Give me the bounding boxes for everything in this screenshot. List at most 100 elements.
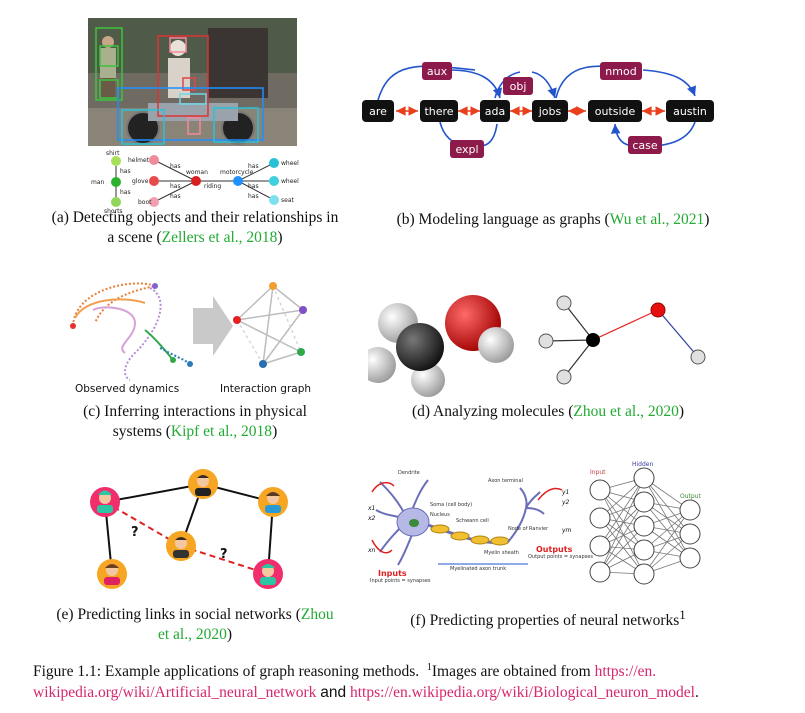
node-boot	[149, 197, 159, 207]
edge-label: has	[120, 168, 131, 175]
avatar	[166, 531, 196, 561]
nn-hidden-node	[633, 491, 655, 513]
svg-text:y2: y2	[561, 499, 570, 506]
transform-arrow	[193, 296, 233, 356]
label-shirt: shirt	[106, 150, 120, 157]
scene-graph-figure: shirt man shorts has has helmet glove bo…	[88, 18, 299, 215]
citation-kipf[interactable]: Kipf et al., 2018	[170, 423, 273, 440]
svg-text:x1: x1	[368, 505, 375, 512]
node-green	[297, 348, 305, 356]
svg-text:are: are	[369, 105, 387, 118]
svg-text:Myelin sheath: Myelin sheath	[484, 550, 519, 556]
node-helmet	[149, 155, 159, 165]
citation-zellers[interactable]: Zellers et al., 2018	[161, 229, 278, 246]
caption-a: (a) Detecting objects and their relation…	[51, 209, 339, 246]
nucleus	[409, 519, 419, 527]
citation-zhou-e[interactable]: Zhou	[300, 606, 334, 623]
link-artificial-nn-cont[interactable]: wikipedia.org/wiki/Artificial_neural_net…	[33, 684, 317, 702]
label-boot: boot	[138, 199, 152, 206]
edge-label: has	[170, 183, 181, 190]
nn-connection	[599, 517, 645, 575]
question-mark: ?	[131, 525, 139, 540]
word-austin	[666, 100, 714, 122]
citation-wu[interactable]: Wu et al., 2021	[609, 211, 705, 228]
svg-text:Myelinated axon trunk: Myelinated axon trunk	[450, 566, 506, 572]
label-man: man	[91, 179, 105, 186]
nn-input-label: Input	[590, 469, 606, 476]
hydrogen-atom	[360, 347, 396, 383]
nn-output-node	[679, 547, 701, 569]
svg-text:there: there	[424, 105, 453, 118]
avatar	[258, 487, 288, 517]
edge-label: has	[248, 183, 259, 190]
edge-label: has	[120, 189, 131, 196]
panel-a: shirt man shorts has has helmet glove bo…	[88, 18, 318, 215]
nn-output-label: Output	[680, 493, 701, 500]
node-red	[233, 316, 241, 324]
node-orange	[269, 282, 277, 290]
svg-text:x2: x2	[368, 515, 376, 522]
svg-text:Soma (cell body): Soma (cell body)	[430, 502, 472, 508]
avatar	[188, 469, 218, 499]
hydrogen-atom	[411, 363, 445, 397]
caption-d: (d) Analyzing molecules (Zhou et al., 20…	[411, 403, 685, 420]
caption-e: (e) Predicting links in social networks …	[56, 606, 334, 643]
node-wheel-1	[269, 158, 279, 168]
svg-text:xn: xn	[368, 547, 376, 554]
link-artificial-nn[interactable]: https://en.	[594, 663, 657, 681]
word-are	[362, 100, 394, 122]
node-woman	[191, 176, 201, 186]
svg-text:aux: aux	[427, 65, 448, 78]
avatar	[253, 559, 283, 589]
nn-input-node	[589, 561, 611, 583]
label-seat: seat	[281, 197, 294, 204]
edge-label: has	[170, 163, 181, 170]
carbon-atom	[396, 323, 444, 371]
svg-text:jobs: jobs	[538, 105, 562, 118]
link-biological-neuron[interactable]: https://en.wikipedia.org/wiki/Biological…	[350, 684, 695, 702]
label-glove: glove	[132, 178, 149, 185]
word-outside	[588, 100, 642, 122]
neural-network-figure: Dendrite Axon terminal Soma (cell body) …	[367, 461, 701, 585]
relation-aux	[422, 62, 452, 80]
observed-dynamics-label: Observed dynamics	[75, 383, 179, 395]
graph-node-h	[556, 369, 572, 385]
caption-a-line1: (a) Detecting objects and their relation…	[51, 209, 339, 226]
svg-text:obj: obj	[510, 80, 527, 93]
node-shorts	[111, 197, 121, 207]
node-purple	[299, 306, 307, 314]
nn-output-node	[679, 499, 701, 521]
node-glove	[149, 176, 159, 186]
svg-text:Output points = synapses: Output points = synapses	[528, 554, 593, 560]
svg-text:case: case	[632, 139, 658, 152]
label-helmet: helmet	[128, 157, 150, 164]
svg-text:Nucleus: Nucleus	[430, 512, 450, 518]
graph-node-h	[556, 295, 572, 311]
panel-e: ? ?	[85, 462, 310, 592]
nn-output-node	[679, 523, 701, 545]
caption-f: (f) Predicting properties of neural netw…	[410, 607, 686, 630]
edge-label: has	[248, 163, 259, 170]
label-shorts: shorts	[104, 208, 123, 213]
nn-connection	[599, 477, 645, 573]
relation-case	[628, 136, 662, 154]
svg-text:nmod: nmod	[605, 65, 636, 78]
panel-c: Observed dynamics Interaction graph	[65, 268, 335, 398]
relation-expl	[450, 140, 484, 158]
inputs-label: Inputs	[378, 569, 407, 578]
label-motorcycle: motorcycle	[220, 169, 254, 176]
nn-connection	[599, 477, 645, 547]
svg-text:Schwann cell: Schwann cell	[456, 518, 489, 524]
nn-connection	[599, 525, 645, 573]
label-wheel: wheel	[281, 178, 299, 185]
nn-hidden-node	[633, 467, 655, 489]
panel-b: are there ada jobs outside austin aux ob…	[360, 50, 720, 165]
svg-text:Axon terminal: Axon terminal	[488, 478, 523, 484]
word-there	[420, 100, 458, 122]
node-man	[111, 177, 121, 187]
edge-label: riding	[204, 183, 221, 190]
citation-zhou-d[interactable]: Zhou et al., 2020	[573, 403, 679, 420]
caption-b: (b) Modeling language as graphs (Wu et a…	[396, 211, 710, 228]
relation-nmod	[600, 62, 642, 80]
node-shirt	[111, 156, 121, 166]
